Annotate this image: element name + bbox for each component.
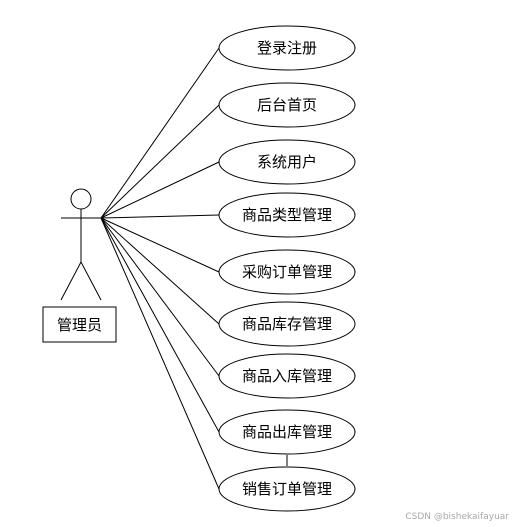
actor-left-leg xyxy=(60,261,82,301)
use-case-label: 商品出库管理 xyxy=(242,423,332,441)
use-case: 后台首页 xyxy=(218,82,356,128)
association-line xyxy=(100,104,220,219)
use-case: 系统用户 xyxy=(218,139,356,185)
use-case-ellipse xyxy=(218,192,356,238)
association-lines xyxy=(100,47,220,490)
association-line xyxy=(100,47,220,219)
watermark: CSDN @bishekaifayuar xyxy=(405,512,509,522)
use-case-label: 采购订单管理 xyxy=(242,263,332,281)
use-case-group: 登录注册后台首页系统用户商品类型管理采购订单管理商品库存管理商品入库管理商品出库… xyxy=(218,25,356,512)
association-line xyxy=(100,217,220,273)
association-line xyxy=(100,214,220,219)
use-case: 采购订单管理 xyxy=(218,249,356,295)
use-case-label: 商品库存管理 xyxy=(242,315,332,333)
use-case: 销售订单管理 xyxy=(218,466,356,512)
use-case: 商品库存管理 xyxy=(218,301,356,347)
actor-label: 管理员 xyxy=(57,316,102,334)
actor-right-leg xyxy=(80,261,102,301)
use-case-ellipse xyxy=(218,301,356,347)
use-case-ellipse xyxy=(218,139,356,185)
actor-figure xyxy=(60,188,102,301)
use-case-label: 商品类型管理 xyxy=(242,206,332,224)
association-line xyxy=(100,217,220,377)
association-line xyxy=(100,161,220,219)
use-case-ellipse xyxy=(218,25,356,71)
association-line xyxy=(100,217,220,433)
association-line xyxy=(100,217,220,490)
use-case-label: 商品入库管理 xyxy=(242,367,332,385)
use-case-ellipse xyxy=(218,409,356,455)
use-case-label: 销售订单管理 xyxy=(242,480,332,498)
use-case-ellipse xyxy=(218,249,356,295)
use-case-ellipse xyxy=(218,466,356,512)
use-case: 商品入库管理 xyxy=(218,353,356,399)
use-case-ellipse xyxy=(218,353,356,399)
actor-label-box xyxy=(42,306,117,343)
actor-head xyxy=(70,188,92,210)
association-line xyxy=(100,217,220,325)
use-case-label: 后台首页 xyxy=(257,96,317,114)
use-case-ellipse xyxy=(218,82,356,128)
use-case: 商品出库管理 xyxy=(218,409,356,455)
use-case: 商品类型管理 xyxy=(218,192,356,238)
use-case: 登录注册 xyxy=(218,25,356,71)
use-case-label: 系统用户 xyxy=(257,153,317,171)
use-case-label: 登录注册 xyxy=(257,39,317,57)
